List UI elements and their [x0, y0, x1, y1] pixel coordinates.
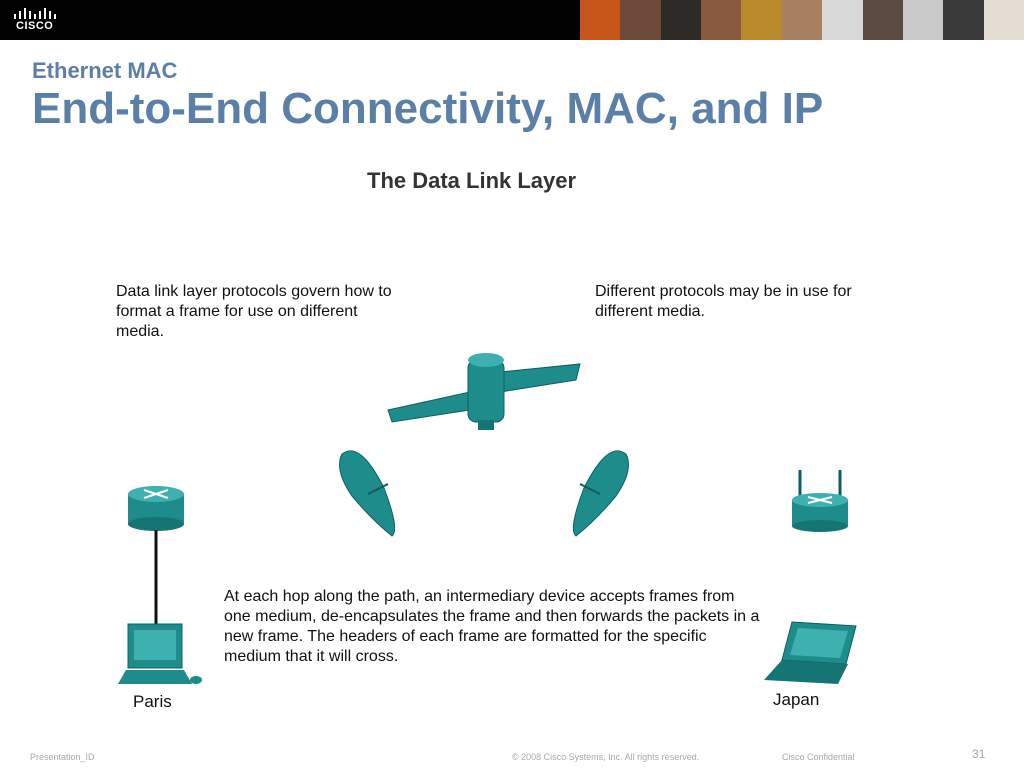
header-photo-tile: [701, 0, 742, 40]
header-photo-tile: [741, 0, 782, 40]
note-right: Different protocols may be in use for di…: [595, 283, 852, 320]
wireless-router-icon: [792, 470, 848, 532]
footer-presentation-id: Presentation_ID: [30, 752, 95, 762]
header-photo-tile: [943, 0, 984, 40]
cisco-logo-text: CISCO: [16, 20, 54, 32]
label-japan: Japan: [773, 690, 820, 709]
desktop-computer-icon: [118, 623, 202, 684]
note-bottom: At each hop along the path, an intermedi…: [224, 588, 760, 665]
router-left-icon: [128, 486, 184, 531]
slide-title: End-to-End Connectivity, MAC, and IP: [32, 84, 824, 133]
satellite-icon: [387, 353, 581, 430]
header-photo-tile: [862, 0, 903, 40]
cisco-logo-icon: [14, 8, 56, 19]
page-number: 31: [972, 747, 986, 761]
diagram-title: The Data Link Layer: [367, 168, 577, 193]
slide-subtitle: Ethernet MAC: [32, 58, 178, 83]
label-paris: Paris: [133, 692, 172, 711]
satellite-dish-left-icon: [339, 450, 396, 537]
header-photo-strip: [580, 0, 1024, 40]
header-photo-tile: [983, 0, 1024, 40]
header-photo-tile: [620, 0, 661, 40]
header-photo-tile: [580, 0, 621, 40]
header-photo-tile: [660, 0, 702, 40]
footer-confidential: Cisco Confidential: [782, 752, 855, 762]
header-photo-tile: [781, 0, 823, 40]
satellite-dish-right-icon: [572, 450, 629, 537]
header-photo-tile: [902, 0, 944, 40]
top-banner: CISCO: [0, 0, 1024, 40]
note-left: Data link layer protocols govern how to …: [116, 283, 392, 340]
header-photo-tile: [822, 0, 863, 40]
laptop-icon: [764, 621, 857, 684]
footer-copyright: © 2008 Cisco Systems, Inc. All rights re…: [512, 752, 700, 762]
